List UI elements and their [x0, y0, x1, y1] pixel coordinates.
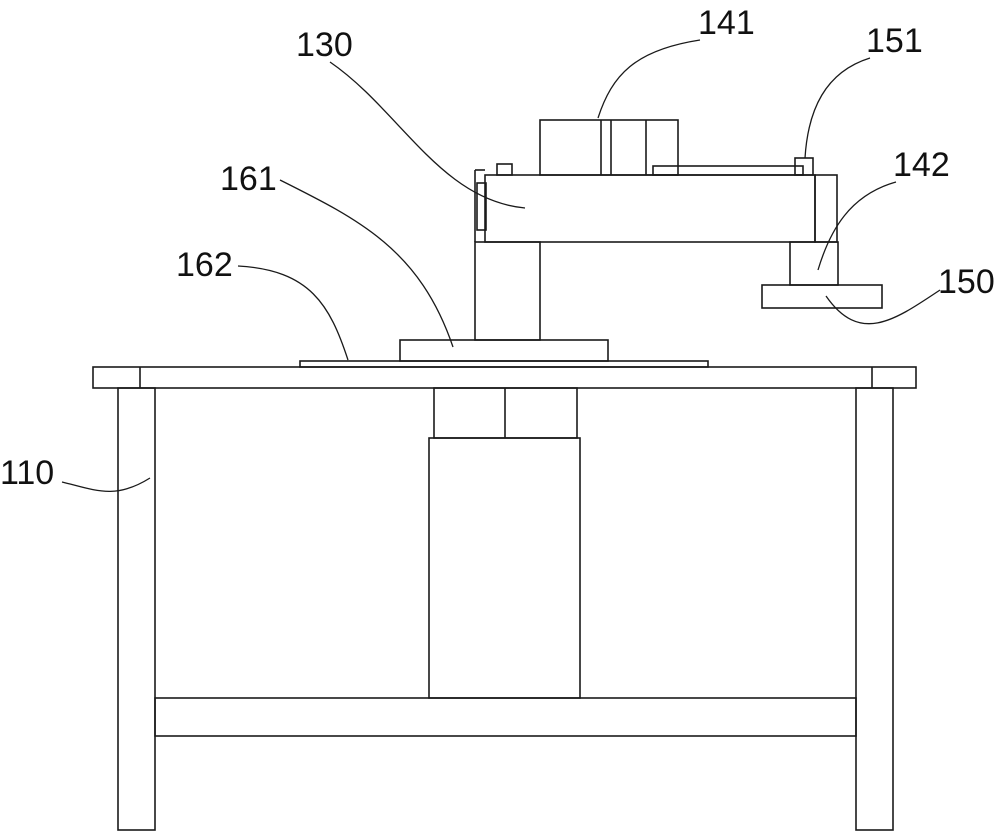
leader-142 [818, 182, 896, 270]
rotary-platform [300, 340, 708, 367]
leader-110 [62, 478, 150, 491]
arm-assembly [477, 120, 882, 308]
leader-151 [805, 58, 870, 158]
arm-beam-130 [485, 175, 815, 242]
leader-161 [280, 180, 453, 347]
label-110: 110 [0, 454, 54, 492]
table-crossbar [155, 698, 856, 736]
reference-labels: 110 130 141 151 142 150 161 162 [0, 4, 995, 492]
leader-141 [598, 40, 700, 118]
turntable-161 [400, 340, 608, 361]
work-head-150 [762, 285, 882, 308]
label-161: 161 [220, 160, 277, 198]
cylinder-body [429, 438, 580, 698]
column-post [475, 242, 540, 340]
leader-162 [238, 266, 348, 360]
label-141: 141 [698, 4, 755, 42]
lift-cylinder [429, 388, 580, 698]
tabletop [93, 367, 916, 388]
label-150: 150 [938, 263, 995, 301]
leader-150 [826, 290, 940, 324]
guide-rail [653, 166, 803, 175]
arm-top-knob [497, 164, 512, 175]
base-plate-162 [300, 361, 708, 367]
label-130: 130 [296, 26, 353, 64]
table-leg-right [856, 388, 893, 830]
table-leg-left [118, 388, 155, 830]
label-151: 151 [866, 22, 923, 60]
leader-130 [330, 62, 525, 208]
label-142: 142 [893, 146, 950, 184]
label-162: 162 [176, 246, 233, 284]
vertical-shaft-142 [790, 242, 838, 285]
